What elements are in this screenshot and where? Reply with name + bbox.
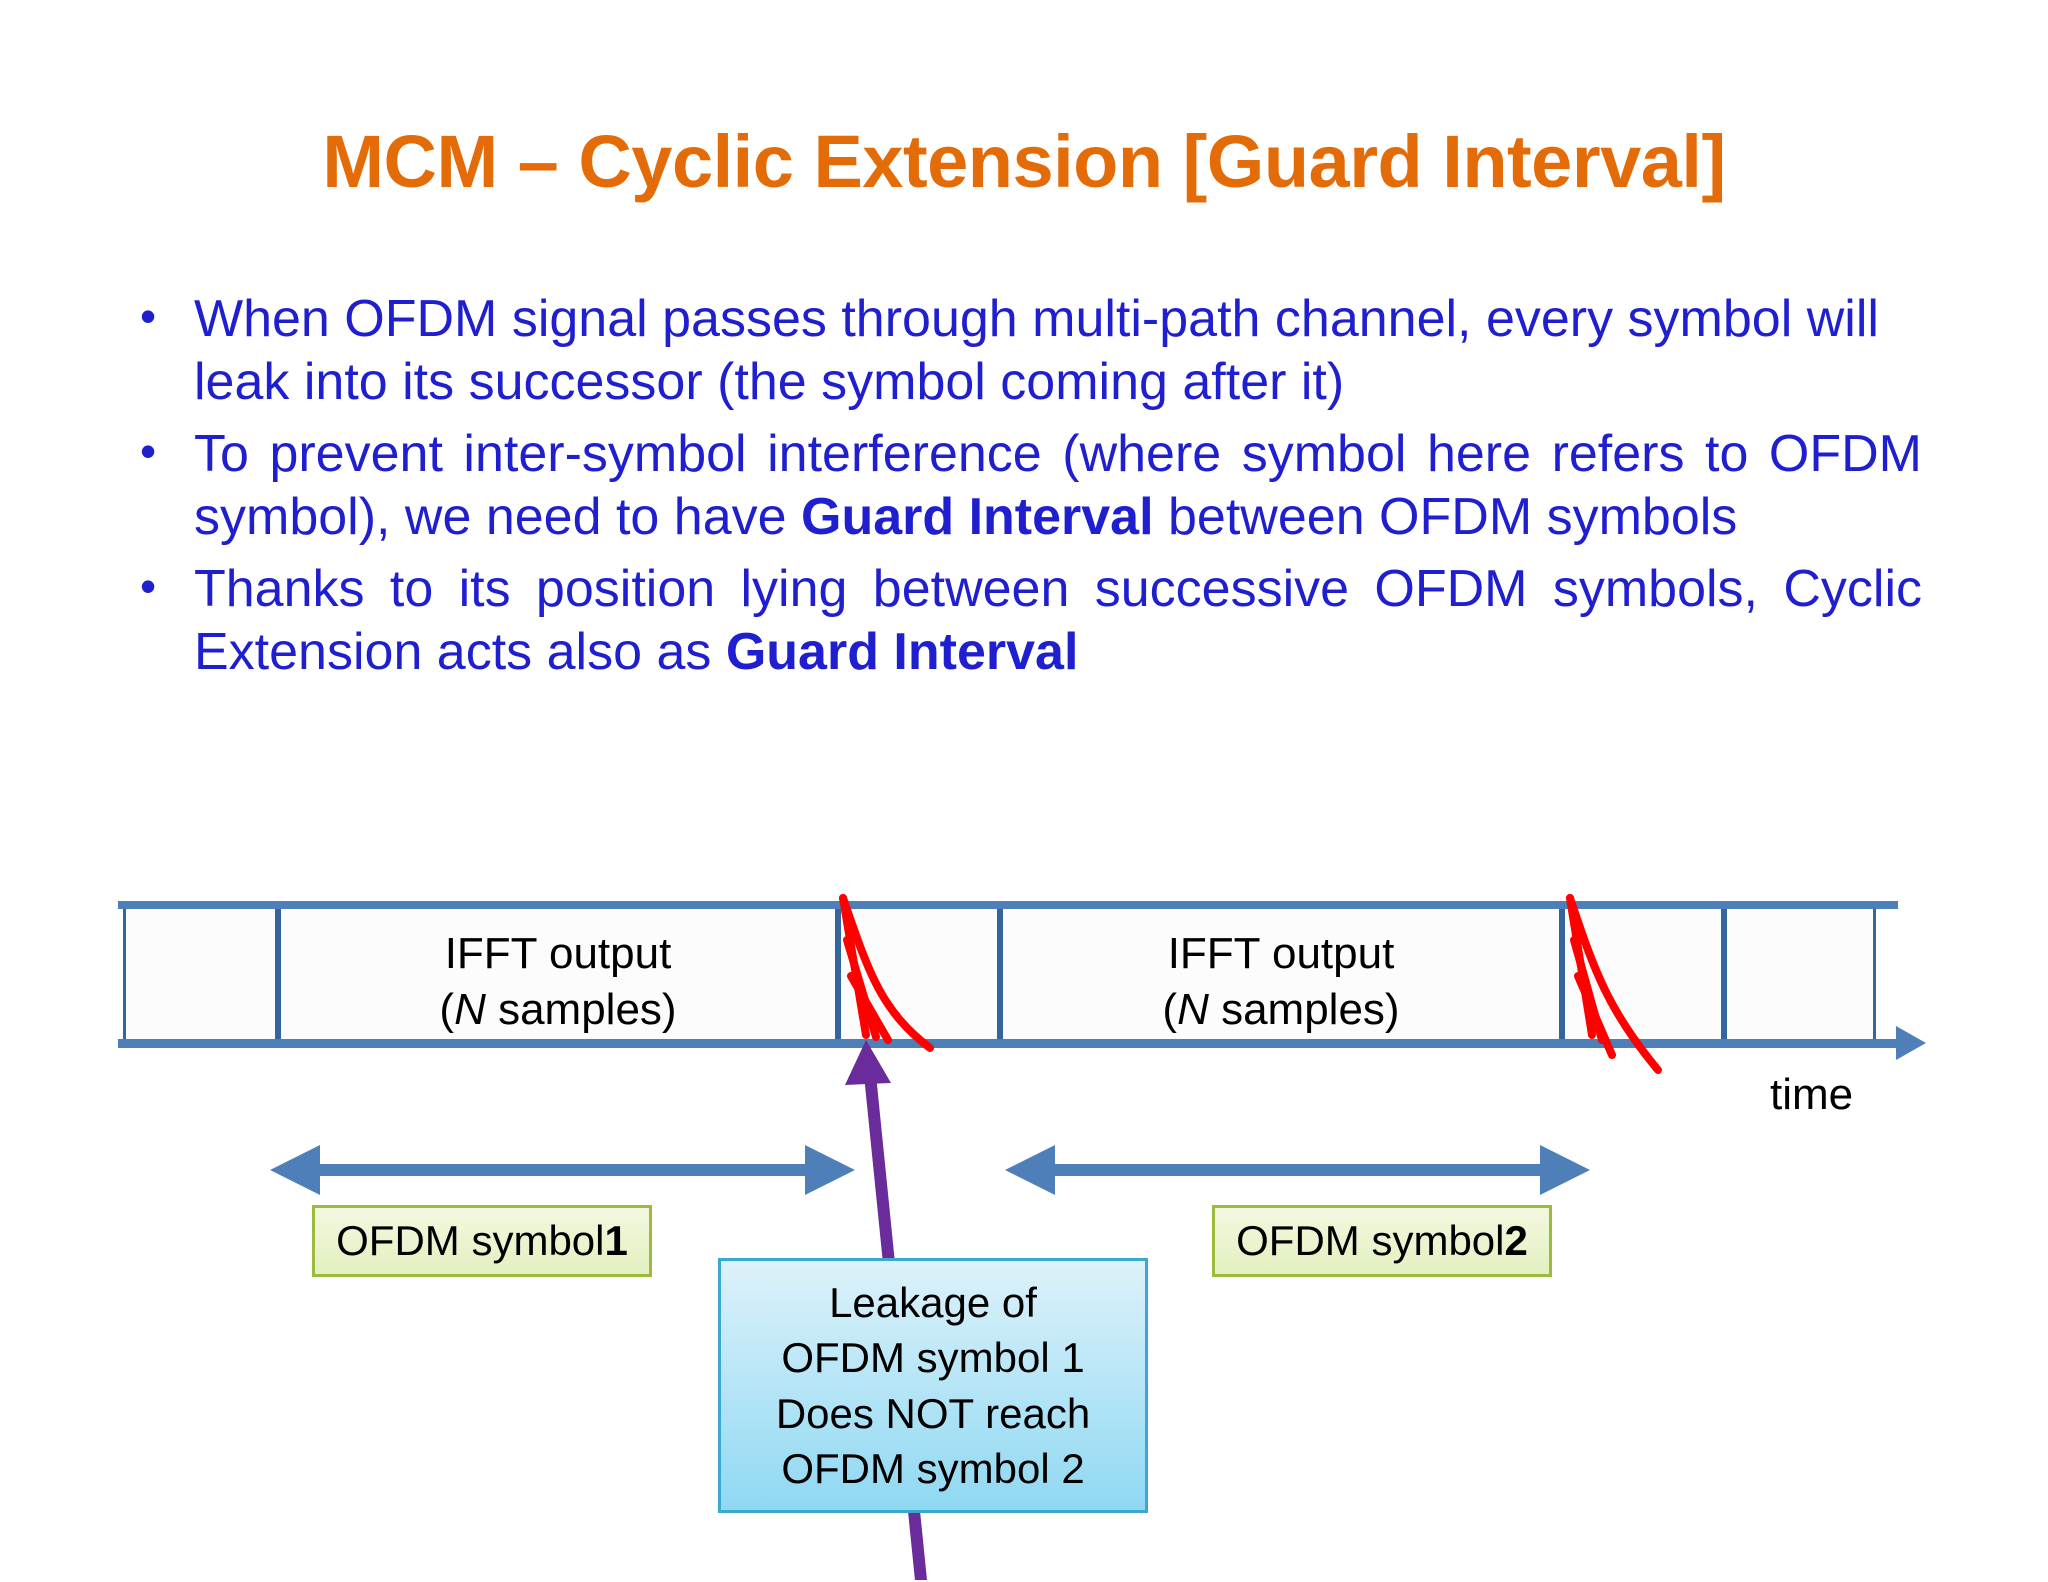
ofdm-symbol-2-badge: OFDM symbol 2: [1212, 1205, 1552, 1277]
paren-open: (: [1162, 985, 1178, 1035]
timeline-top-rule: [118, 901, 1898, 909]
ifft-label-line-1: IFFT output: [1167, 929, 1395, 978]
bullet-1-text: When OFDM signal passes through multi-pa…: [194, 290, 1879, 412]
bullet-marker-icon: •: [140, 559, 157, 612]
leakage-line-2: OFDM symbol 1: [781, 1334, 1085, 1382]
bullet-marker-icon: •: [140, 424, 157, 477]
symbol-2-span-arrow: [1005, 1145, 1590, 1195]
ofdm-symbol-1-badge: OFDM symbol 1: [312, 1205, 652, 1277]
bullet-text-2: To prevent inter-symbol interference (wh…: [194, 423, 1922, 550]
ifft-output-label-2: IFFT output (N samples): [1000, 926, 1562, 1039]
ifft-output-label-1: IFFT output (N samples): [278, 926, 838, 1039]
bullet-marker-icon: •: [140, 290, 157, 342]
ofdm-symbol-2-label: OFDM symbol: [1236, 1217, 1505, 1264]
bullet-list: • When OFDM signal passes through multi-…: [132, 288, 1922, 693]
time-axis-label: time: [1770, 1070, 1854, 1119]
leakage-line-4: OFDM symbol 2: [781, 1444, 1085, 1492]
samples-text: samples): [1208, 985, 1400, 1035]
symbol-1-span-arrow: [270, 1145, 855, 1195]
timeline-cell-trailing-guard: [1724, 905, 1876, 1043]
bullet-2-text-after: between OFDM symbols: [1153, 488, 1738, 547]
timeline-cell-ifft-output-1: [278, 905, 838, 1043]
ofdm-symbol-1-label: OFDM symbol: [336, 1217, 605, 1264]
bullet-text-3: Thanks to its position lying between suc…: [194, 558, 1922, 685]
leakage-line-1: Leakage of: [829, 1278, 1037, 1326]
bullet-text-1: When OFDM signal passes through multi-pa…: [194, 288, 1922, 415]
bullet-3-text-before: Thanks to its position lying between suc…: [194, 559, 1922, 682]
time-axis-arrow-icon: [1896, 1026, 1926, 1060]
ofdm-symbol-2-number: 2: [1504, 1217, 1528, 1264]
bullet-2-bold: Guard Interval: [801, 488, 1154, 547]
ifft-label-line-2: (N samples): [1000, 982, 1562, 1038]
timeline-cell-guard-interval-1: [838, 905, 1000, 1043]
paren-open: (: [439, 985, 455, 1035]
ofdm-symbol-1-number: 1: [604, 1217, 628, 1264]
n-italic: N: [1177, 985, 1209, 1035]
samples-text: samples): [485, 985, 677, 1035]
timeline-cell-guard-interval-2: [1562, 905, 1724, 1043]
leakage-line-3: Does NOT reach: [775, 1389, 1091, 1437]
bullet-3-bold: Guard Interval: [725, 623, 1079, 682]
leakage-callout-box: Leakage of OFDM symbol 1 Does NOT reach …: [718, 1258, 1148, 1513]
n-italic: N: [454, 985, 486, 1035]
bullet-item-2: • To prevent inter-symbol interference (…: [132, 423, 1922, 550]
bullet-item-3: • Thanks to its position lying between s…: [132, 558, 1922, 685]
bullet-2-text-before: To prevent inter-symbol interference (wh…: [194, 424, 1922, 547]
ofdm-timeline-diagram: IFFT output (N samples) IFFT output (N s…: [0, 880, 2048, 1580]
time-axis-line: [118, 1039, 1898, 1048]
timeline-cell-leading-guard: [123, 905, 278, 1043]
ifft-label-line-2: (N samples): [278, 982, 838, 1038]
bullet-item-1: • When OFDM signal passes through multi-…: [132, 288, 1922, 415]
ifft-label-line-1: IFFT output: [444, 929, 672, 978]
page-title: MCM – Cyclic Extension [Guard Interval]: [322, 120, 1726, 203]
